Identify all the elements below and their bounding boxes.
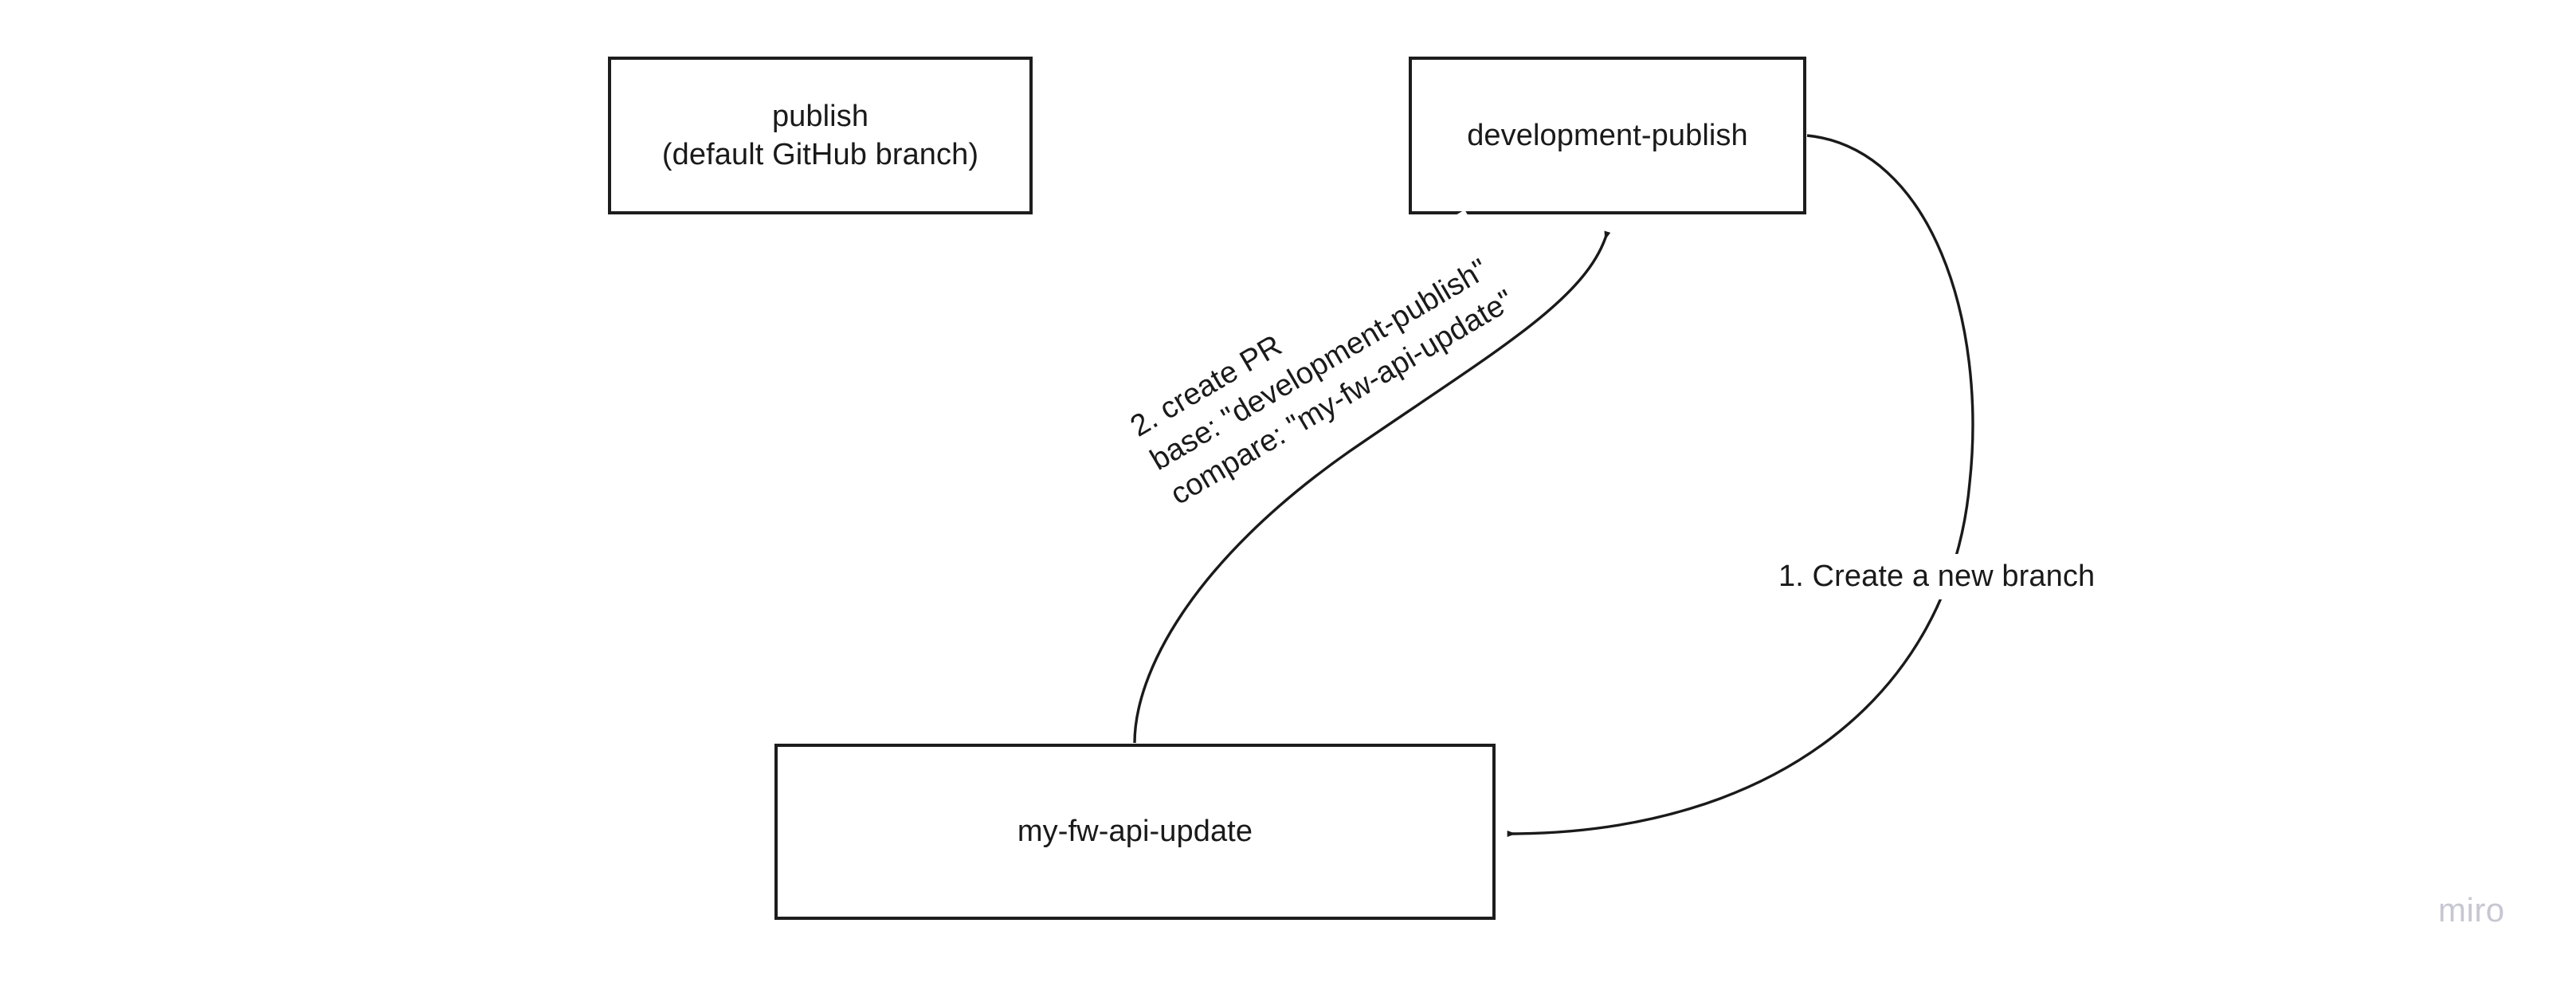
node-my-fw-api-update-label: my-fw-api-update <box>1017 815 1253 849</box>
miro-watermark: miro <box>2438 891 2505 929</box>
node-development-publish[interactable]: development-publish <box>1409 57 1806 214</box>
edge-label-create-branch[interactable]: 1. Create a new branch <box>1772 554 2102 600</box>
node-publish[interactable]: publish (default GitHub branch) <box>608 57 1033 214</box>
node-my-fw-api-update[interactable]: my-fw-api-update <box>774 744 1496 920</box>
edge-create-branch-path <box>1507 134 1974 838</box>
edge-label-create-pr[interactable]: 2. create PR base: "development-publish"… <box>1119 210 1527 519</box>
node-development-publish-label: development-publish <box>1467 118 1748 152</box>
node-publish-label: publish (default GitHub branch) <box>661 99 979 171</box>
